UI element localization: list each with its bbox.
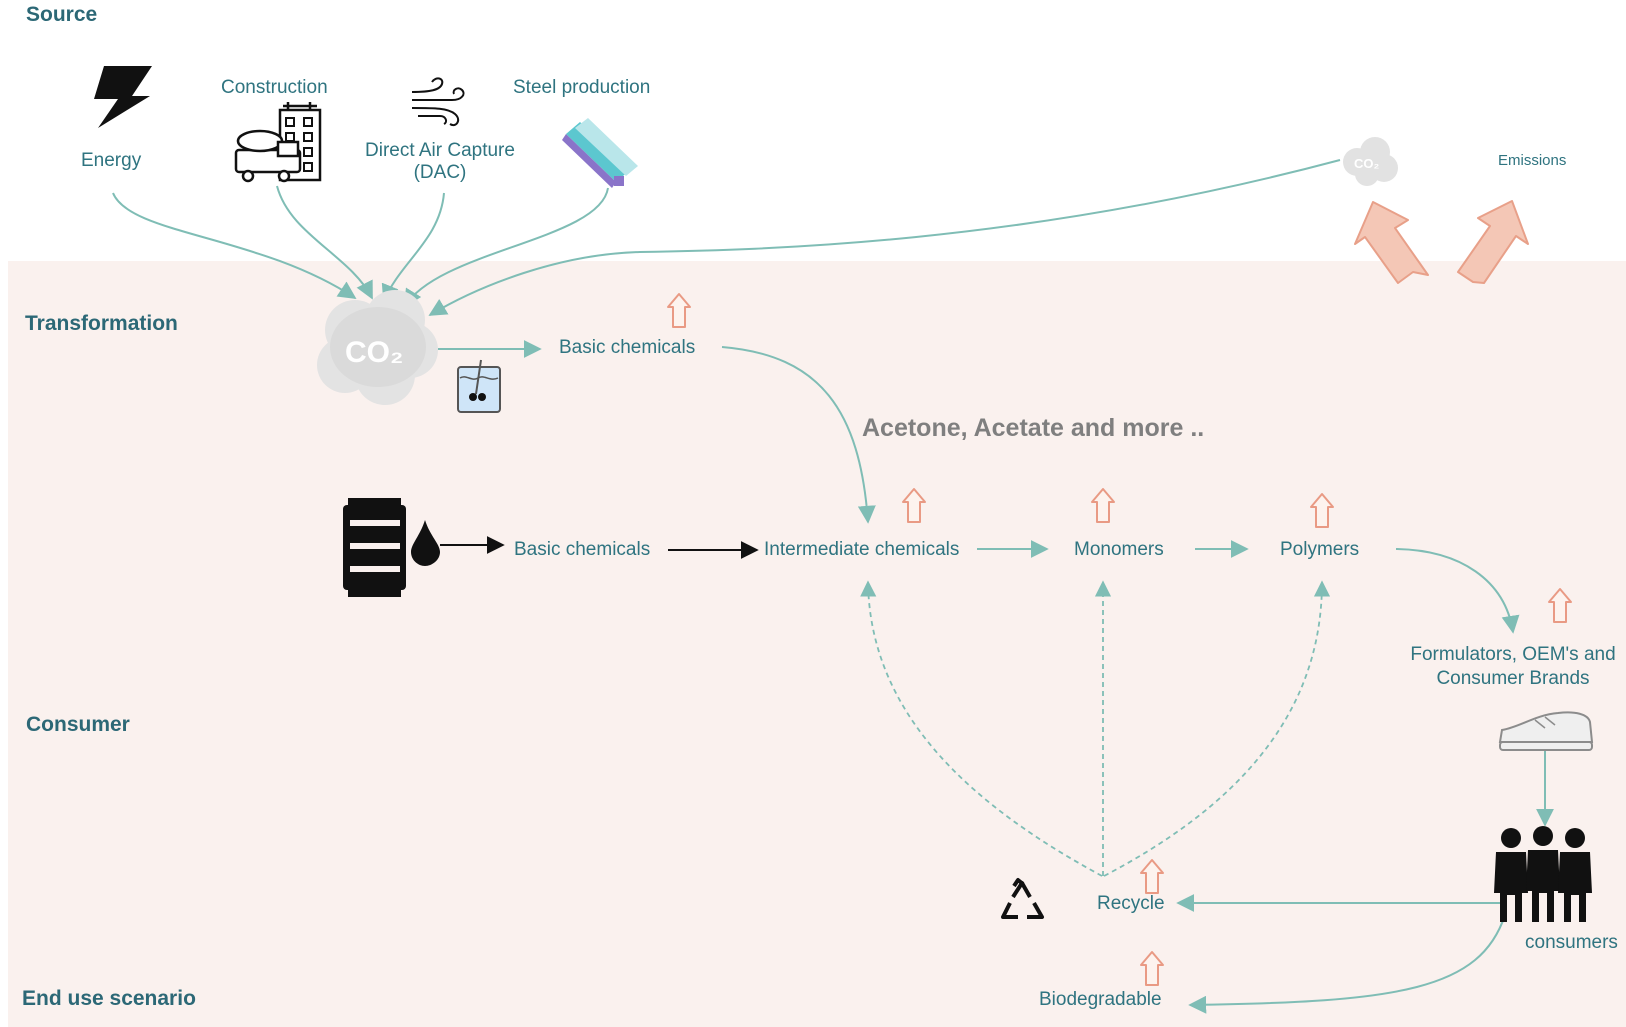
recycle-to-polymers [1103, 580, 1331, 877]
label-intermediate-chemicals: Intermediate chemicals [764, 539, 960, 560]
lightning-icon [94, 66, 152, 128]
flow-polymers-to-formulators [1395, 548, 1520, 634]
flow-consumers-to-biodegradable [1188, 914, 1506, 1014]
label-biodegradable: Biodegradable [1039, 989, 1162, 1010]
process-background-band [8, 261, 1626, 1027]
label-formulators: Formulators, OEM's and Consumer Brands [1400, 643, 1626, 691]
small-co2-label: CO₂ [1354, 156, 1380, 171]
flow-steel-to-co2 [404, 187, 609, 308]
bioreactor-icon [457, 359, 501, 413]
label-dac-line2: (DAC) [413, 162, 467, 183]
section-end-use: End use scenario [22, 987, 196, 1010]
steel-beam-icon [562, 118, 638, 188]
small-co2-cloud-icon [1343, 137, 1398, 186]
consumers-icon [1494, 826, 1592, 922]
construction-icon [234, 102, 322, 183]
emission-arrows [1354, 200, 1529, 284]
up-arrow-monomers [1091, 488, 1115, 523]
emission-arrow-right [1457, 200, 1529, 284]
acetone-note: Acetone, Acetate and more .. [862, 414, 1205, 442]
flow-emissions-to-co2 [428, 159, 1341, 316]
up-arrow-polymers [1310, 493, 1334, 528]
section-transformation: Transformation [25, 312, 178, 335]
label-recycle: Recycle [1097, 893, 1165, 914]
label-basic-chemicals-bio: Basic chemicals [559, 337, 696, 358]
recycle-to-intermediate [860, 580, 1103, 877]
label-monomers: Monomers [1074, 539, 1164, 560]
oil-barrel-icon [343, 498, 440, 597]
co2-label: CO₂ [345, 336, 403, 369]
flow-construction-to-co2 [276, 185, 373, 300]
recycle-icon [1001, 878, 1044, 919]
label-energy: Energy [81, 150, 142, 171]
wind-icon [411, 77, 465, 126]
up-arrow-formulators [1548, 588, 1572, 623]
shoe-icon [1498, 711, 1594, 751]
label-consumers: consumers [1525, 932, 1618, 953]
flow-energy-to-co2 [112, 192, 357, 299]
label-polymers: Polymers [1280, 539, 1360, 560]
label-basic-chemicals-fossil: Basic chemicals [514, 539, 651, 560]
up-arrow-biodegradable [1140, 951, 1164, 986]
label-dac: Direct Air Capture (DAC) [350, 140, 530, 184]
label-formulators-line2: Consumer Brands [1436, 668, 1590, 689]
up-arrow-basic-chemicals [667, 293, 691, 328]
flow-basic-to-intermediate [721, 346, 876, 524]
label-formulators-line1: Formulators, OEM's and [1410, 644, 1616, 665]
emission-arrow-left [1354, 201, 1429, 284]
section-source: Source [26, 3, 98, 26]
label-steel: Steel production [513, 77, 651, 98]
section-consumer: Consumer [26, 713, 130, 736]
label-dac-line1: Direct Air Capture [365, 140, 515, 161]
flow-dac-to-co2 [381, 192, 445, 303]
up-arrow-recycle [1140, 859, 1164, 894]
label-construction: Construction [221, 77, 328, 98]
label-emissions: Emissions [1498, 152, 1567, 169]
co2-cloud-icon [317, 290, 438, 405]
up-arrow-intermediate [902, 488, 926, 523]
